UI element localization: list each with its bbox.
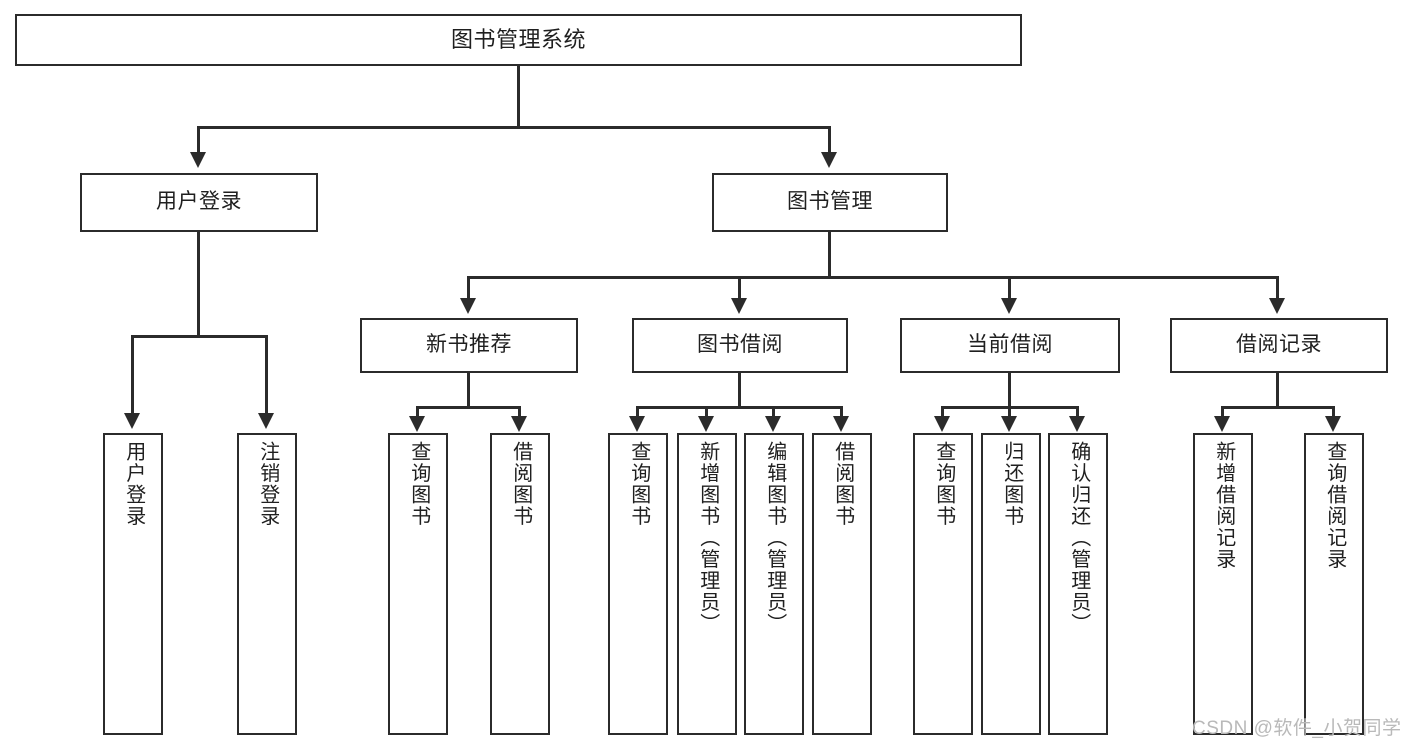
- node-leaf-query-book-1[interactable]: 查询图书: [388, 433, 448, 735]
- node-book-manage[interactable]: 图书管理: [712, 173, 948, 232]
- connector-root-to-book-manage: [828, 126, 831, 154]
- connector-book-borrow-stem: [738, 373, 741, 406]
- connector-book-manage-bar: [467, 276, 1279, 279]
- connector-root-stem: [517, 66, 520, 126]
- connector-new-book-rec-drop-1: [416, 406, 419, 418]
- arrow-book-manage-to-borrow-record: [1269, 298, 1285, 314]
- arrow-book-manage-to-new-book-rec: [460, 298, 476, 314]
- connector-borrow-record-bar: [1221, 406, 1335, 409]
- connector-borrow-record-drop-1: [1221, 406, 1224, 418]
- node-leaf-borrow-book-1[interactable]: 借阅图书: [490, 433, 550, 735]
- connector-book-borrow-drop-3: [772, 406, 775, 418]
- connector-book-borrow-drop-4: [840, 406, 843, 418]
- connector-current-borrow-drop-3: [1076, 406, 1079, 418]
- node-leaf-user-logout[interactable]: 注销登录: [237, 433, 297, 735]
- node-leaf-add-book-label: 新增图书（管理员）: [696, 441, 719, 635]
- connector-user-login-stem: [197, 232, 200, 335]
- node-leaf-query-book-3-label: 查询图书: [932, 441, 955, 527]
- node-borrow-record-label: 借阅记录: [1236, 333, 1322, 357]
- node-leaf-add-book[interactable]: 新增图书（管理员）: [677, 433, 737, 735]
- arrow-new-book-rec-leaf-1: [409, 416, 425, 432]
- connector-new-book-rec-stem: [467, 373, 470, 406]
- connector-current-borrow-drop-2: [1008, 406, 1011, 418]
- connector-book-borrow-drop-1: [636, 406, 639, 418]
- node-leaf-borrow-book-1-label: 借阅图书: [509, 441, 532, 527]
- arrow-book-borrow-leaf-2: [698, 416, 714, 432]
- arrow-book-manage-to-book-borrow: [731, 298, 747, 314]
- node-leaf-query-record[interactable]: 查询借阅记录: [1304, 433, 1364, 735]
- arrow-root-to-user-login: [190, 152, 206, 168]
- node-root-label: 图书管理系统: [450, 27, 586, 53]
- node-leaf-add-record[interactable]: 新增借阅记录: [1193, 433, 1253, 735]
- connector-current-borrow-stem: [1008, 373, 1011, 406]
- node-book-borrow-label: 图书借阅: [697, 333, 783, 357]
- node-leaf-user-login[interactable]: 用户登录: [103, 433, 163, 735]
- arrow-book-manage-to-current-borrow: [1001, 298, 1017, 314]
- node-leaf-edit-book[interactable]: 编辑图书（管理员）: [744, 433, 804, 735]
- node-new-book-rec-label: 新书推荐: [426, 333, 512, 357]
- connector-book-manage-drop-1: [467, 276, 470, 300]
- connector-book-manage-drop-4: [1276, 276, 1279, 300]
- node-leaf-return-book[interactable]: 归还图书: [981, 433, 1041, 735]
- node-leaf-confirm-return[interactable]: 确认归还（管理员）: [1048, 433, 1108, 735]
- node-leaf-user-login-label: 用户登录: [122, 441, 145, 527]
- arrow-root-to-book-manage: [821, 152, 837, 168]
- connector-user-login-drop-2: [265, 335, 268, 415]
- connector-borrow-record-stem: [1276, 373, 1279, 406]
- arrow-current-borrow-leaf-2: [1001, 416, 1017, 432]
- node-leaf-query-book-1-label: 查询图书: [407, 441, 430, 527]
- node-leaf-query-record-label: 查询借阅记录: [1323, 441, 1346, 570]
- arrow-user-login-leaf-1: [124, 413, 140, 429]
- node-leaf-return-book-label: 归还图书: [1000, 441, 1023, 527]
- arrow-user-login-leaf-2: [258, 413, 274, 429]
- arrow-current-borrow-leaf-3: [1069, 416, 1085, 432]
- node-leaf-borrow-book-2[interactable]: 借阅图书: [812, 433, 872, 735]
- arrow-borrow-record-leaf-1: [1214, 416, 1230, 432]
- connector-book-borrow-drop-2: [705, 406, 708, 418]
- node-new-book-rec[interactable]: 新书推荐: [360, 318, 578, 373]
- node-current-borrow-label: 当前借阅: [967, 333, 1053, 357]
- connector-new-book-rec-drop-2: [518, 406, 521, 418]
- node-leaf-add-record-label: 新增借阅记录: [1212, 441, 1235, 570]
- node-leaf-confirm-return-label: 确认归还（管理员）: [1067, 441, 1090, 635]
- node-current-borrow[interactable]: 当前借阅: [900, 318, 1120, 373]
- connector-borrow-record-drop-2: [1332, 406, 1335, 418]
- connector-current-borrow-drop-1: [941, 406, 944, 418]
- connector-book-manage-drop-3: [1008, 276, 1011, 300]
- connector-new-book-rec-bar: [416, 406, 521, 409]
- csdn-watermark: CSDN @软件_小贺同学: [1192, 718, 1402, 739]
- connector-root-to-user-login: [197, 126, 200, 154]
- node-leaf-edit-book-label: 编辑图书（管理员）: [763, 441, 786, 635]
- connector-book-manage-stem: [828, 232, 831, 276]
- node-user-login[interactable]: 用户登录: [80, 173, 318, 232]
- connector-user-login-bar: [131, 335, 268, 338]
- node-book-manage-label: 图书管理: [787, 190, 873, 214]
- node-user-login-label: 用户登录: [156, 190, 242, 214]
- node-leaf-query-book-3[interactable]: 查询图书: [913, 433, 973, 735]
- connector-book-borrow-bar: [636, 406, 843, 409]
- arrow-book-borrow-leaf-3: [765, 416, 781, 432]
- node-book-borrow[interactable]: 图书借阅: [632, 318, 848, 373]
- connector-root-bar: [197, 126, 831, 129]
- arrow-current-borrow-leaf-1: [934, 416, 950, 432]
- node-leaf-query-book-2[interactable]: 查询图书: [608, 433, 668, 735]
- node-root[interactable]: 图书管理系统: [15, 14, 1022, 66]
- node-leaf-user-logout-label: 注销登录: [256, 441, 279, 527]
- connector-user-login-drop-1: [131, 335, 134, 415]
- arrow-borrow-record-leaf-2: [1325, 416, 1341, 432]
- node-borrow-record[interactable]: 借阅记录: [1170, 318, 1388, 373]
- node-leaf-query-book-2-label: 查询图书: [627, 441, 650, 527]
- connector-book-manage-drop-2: [738, 276, 741, 300]
- arrow-book-borrow-leaf-1: [629, 416, 645, 432]
- arrow-book-borrow-leaf-4: [833, 416, 849, 432]
- node-leaf-borrow-book-2-label: 借阅图书: [831, 441, 854, 527]
- arrow-new-book-rec-leaf-2: [511, 416, 527, 432]
